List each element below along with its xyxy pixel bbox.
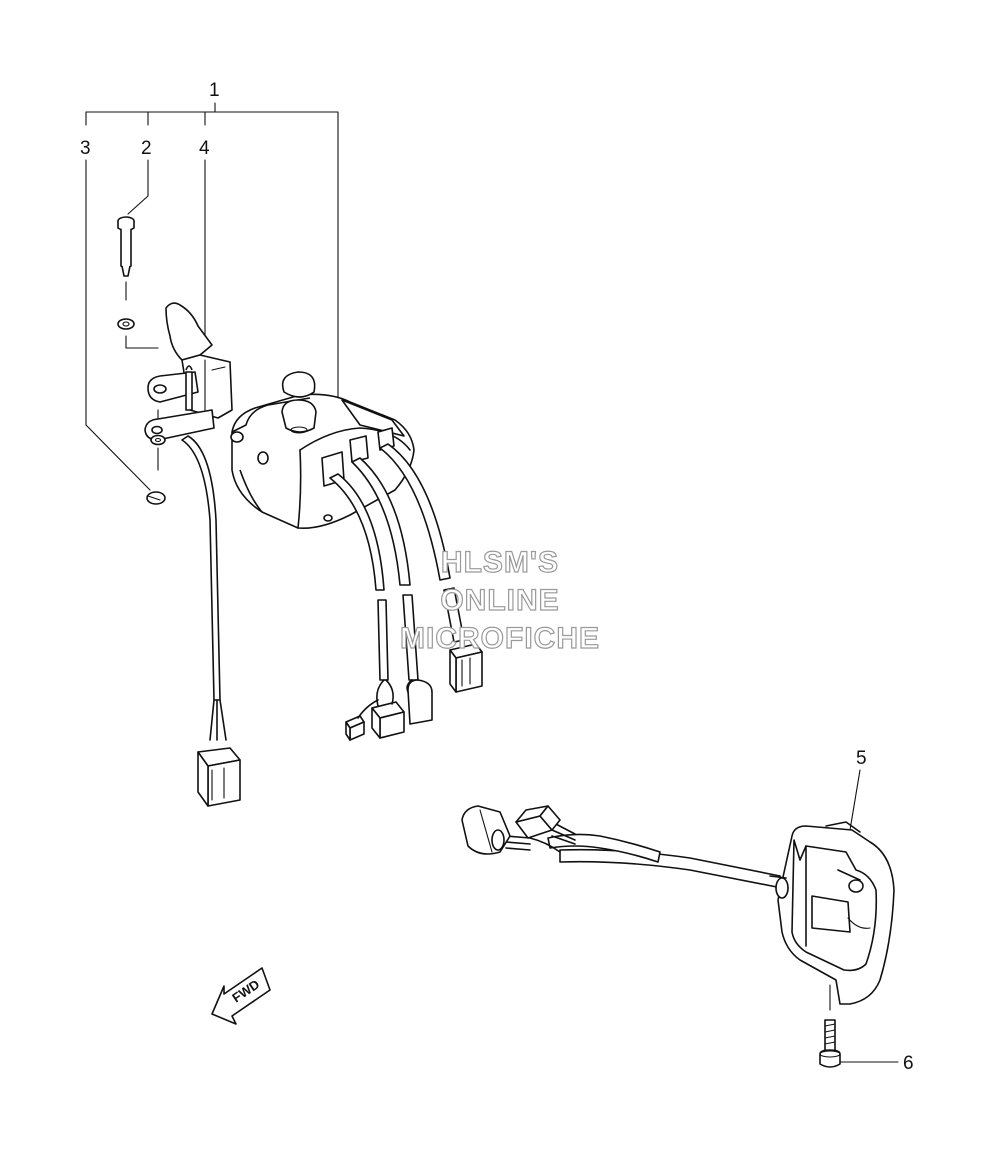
switch-connectors	[345, 643, 483, 741]
housing-part-5	[461, 805, 895, 1005]
callout-4: 4	[199, 138, 210, 159]
leader-lines	[85, 102, 899, 1063]
watermark: HLSM'S ONLINE MICROFICHE	[399, 545, 600, 655]
forward-arrow-icon: FWD	[211, 967, 271, 1025]
callout-6: 6	[903, 1053, 914, 1074]
left-harness	[181, 435, 241, 807]
pin-part-2	[117, 216, 135, 277]
callout-3: 3	[80, 138, 91, 159]
washer-upper	[117, 318, 135, 330]
watermark-line-2: ONLINE	[440, 584, 559, 617]
callout-5: 5	[856, 748, 867, 769]
lever-part-4	[144, 302, 233, 441]
washer-lower	[150, 434, 166, 446]
callout-2: 2	[141, 138, 152, 159]
watermark-line-1: HLSM'S	[441, 546, 559, 579]
callout-1: 1	[209, 80, 220, 101]
screw-part-6	[819, 1019, 841, 1068]
watermark-line-3: MICROFICHE	[400, 622, 600, 655]
clip-part-3	[146, 491, 166, 505]
switch-wires	[329, 443, 465, 681]
